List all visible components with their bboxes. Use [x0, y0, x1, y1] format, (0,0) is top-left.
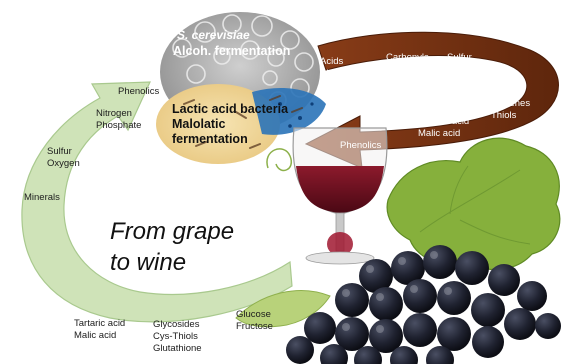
label-oxygen: Oxygen: [47, 158, 80, 169]
label-sulfur-compounds-1: Sulfur: [447, 52, 472, 63]
label-terpenes: Terpenes: [491, 98, 530, 109]
label-fructose: Fructose: [236, 321, 273, 332]
yeast-species: S. cerevisiae: [177, 28, 250, 42]
label-malic-wine: Malic acid: [418, 128, 460, 139]
tendril: [267, 149, 291, 171]
label-glucose: Glucose: [236, 309, 271, 320]
label-glutathione: Glutathione: [153, 343, 202, 354]
label-phenolics-grape: Phenolics: [118, 86, 159, 97]
lab-line-2: Malolatic: [172, 117, 226, 132]
label-alcohols: Alcohols: [320, 68, 356, 79]
label-sulfur-compounds-2: compounds: [447, 64, 496, 75]
label-carbonyls: Carbonyls: [386, 52, 429, 63]
label-tartaric-wine: Tartaric acid: [418, 116, 469, 127]
label-phenolics-wine: Phenolics: [340, 140, 381, 151]
label-tartaric-grape: Tartaric acid: [74, 318, 125, 329]
title-line-2: to wine: [110, 249, 186, 277]
label-sulfur: Sulfur: [47, 146, 72, 157]
label-nitrogen: Nitrogen: [96, 108, 132, 119]
label-cys-thiols: Cys-Thiols: [153, 331, 198, 342]
label-thiols: Thiols: [491, 110, 516, 121]
label-phosphate: Phosphate: [96, 120, 141, 131]
yeast-process: Alcoh. fermentation: [173, 44, 290, 58]
label-minerals: Minerals: [24, 192, 60, 203]
grape-leaf-large: [387, 138, 560, 269]
label-malic-grape: Malic acid: [74, 330, 116, 341]
label-glycosides: Glycosides: [153, 319, 199, 330]
label-esters: Esters: [386, 64, 413, 75]
lab-line-3: fermentation: [172, 132, 248, 147]
label-acids: Acids: [320, 56, 343, 67]
title-line-1: From grape: [110, 218, 234, 246]
lab-line-1: Lactic acid bacteria: [172, 102, 288, 117]
